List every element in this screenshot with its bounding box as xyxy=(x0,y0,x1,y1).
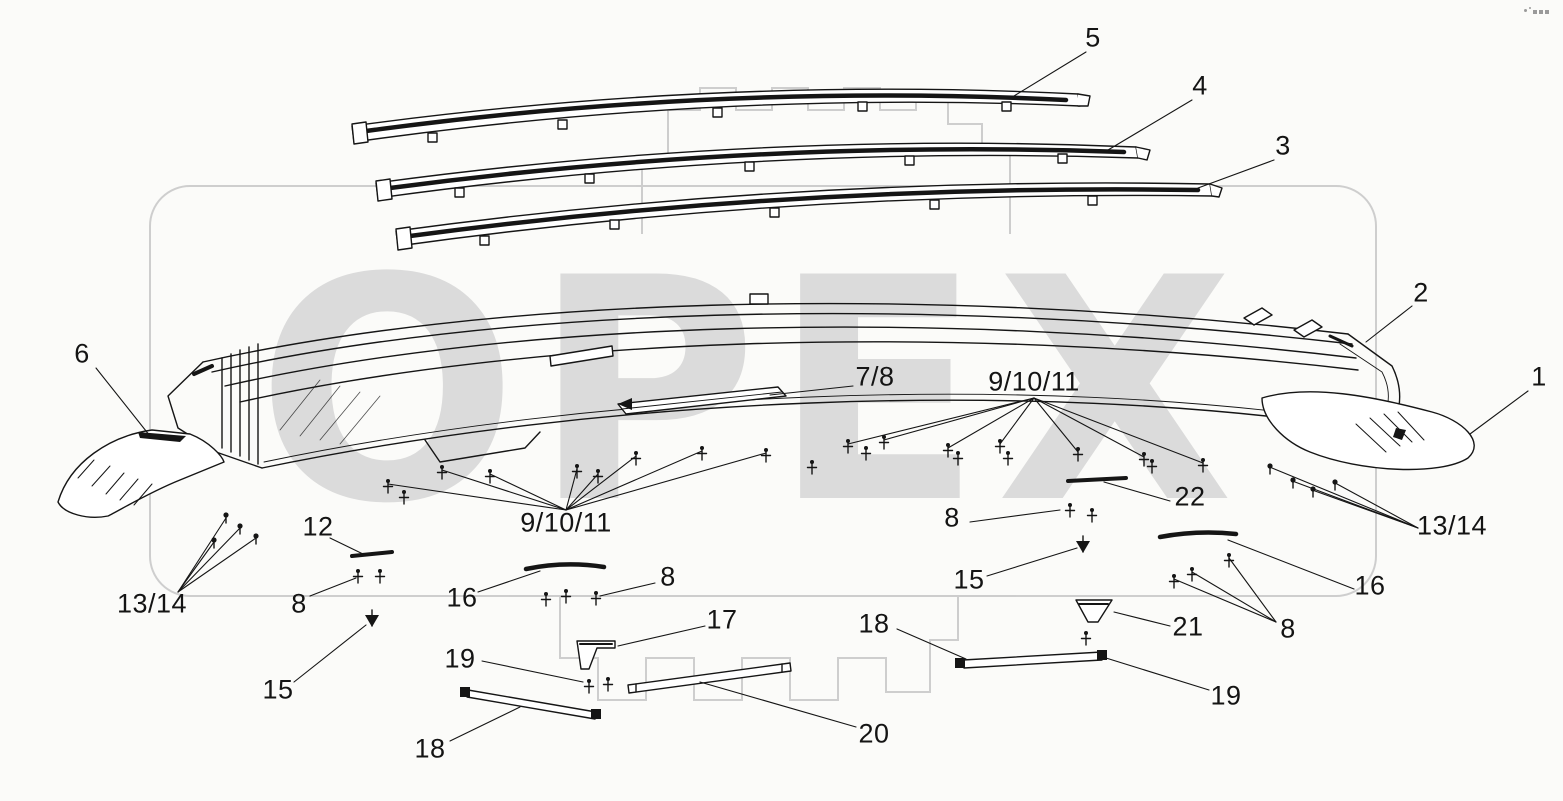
part-label-2: 2 xyxy=(1413,277,1429,308)
part-label-3: 3 xyxy=(1275,130,1291,161)
part-20-rod xyxy=(627,662,792,694)
part-2-cowl-panel xyxy=(167,293,1401,469)
part-label-8-left: 8 xyxy=(291,588,307,619)
part-15-clip-left xyxy=(365,609,379,627)
part-18-rod-right xyxy=(955,650,1107,669)
part-label-20: 20 xyxy=(858,718,890,749)
part-12-strip xyxy=(350,550,394,584)
part-7-8-strip xyxy=(617,386,787,415)
part-label-18-left: 18 xyxy=(414,733,446,764)
part-label-22: 22 xyxy=(1174,481,1206,512)
watermark-gear-graphics xyxy=(149,87,1377,701)
part-label-9-10-11-right: 9/10/11 xyxy=(988,366,1080,397)
part-label-8-far-right: 8 xyxy=(1280,613,1296,644)
part-label-6: 6 xyxy=(74,338,90,369)
part-18-rod-left xyxy=(460,687,601,720)
part-label-13-14-right: 13/14 xyxy=(1416,510,1488,541)
part-label-4: 4 xyxy=(1192,70,1208,101)
part-label-15-right: 15 xyxy=(953,564,985,595)
part-6-corner-left xyxy=(57,429,225,518)
part-label-18-right: 18 xyxy=(858,608,890,639)
part-label-7-8: 7/8 xyxy=(855,361,895,392)
part-15-clip-right xyxy=(1076,535,1090,553)
part-label-15-left: 15 xyxy=(262,674,294,705)
part-16-strip-right xyxy=(1157,530,1239,540)
part-5-slat xyxy=(351,88,1091,145)
part-4-slat xyxy=(375,142,1151,202)
part-label-8-mid: 8 xyxy=(660,561,676,592)
part-3-slat xyxy=(395,182,1223,251)
part-label-8-right: 8 xyxy=(944,502,960,533)
part-label-13-14-left: 13/14 xyxy=(116,588,188,619)
part-21-bracket xyxy=(1075,599,1113,646)
part-label-9-10-11-left: 9/10/11 xyxy=(520,507,612,538)
part-label-16-left: 16 xyxy=(446,582,478,613)
part-label-19-left: 19 xyxy=(444,643,476,674)
part-label-17: 17 xyxy=(706,604,738,635)
part-17-bracket xyxy=(576,640,616,694)
dots-grid-icon xyxy=(1524,7,1549,14)
part-label-12: 12 xyxy=(302,511,334,542)
part-label-21: 21 xyxy=(1172,611,1204,642)
part-1-corner-right xyxy=(1261,391,1475,471)
part-label-5: 5 xyxy=(1085,22,1101,53)
part-label-19-right: 19 xyxy=(1210,680,1242,711)
part-16-strip-left xyxy=(523,562,607,607)
part-label-1: 1 xyxy=(1531,361,1547,392)
leader-lines xyxy=(95,51,1529,742)
part-22-strip xyxy=(1064,476,1128,523)
part-label-16-right: 16 xyxy=(1354,570,1386,601)
